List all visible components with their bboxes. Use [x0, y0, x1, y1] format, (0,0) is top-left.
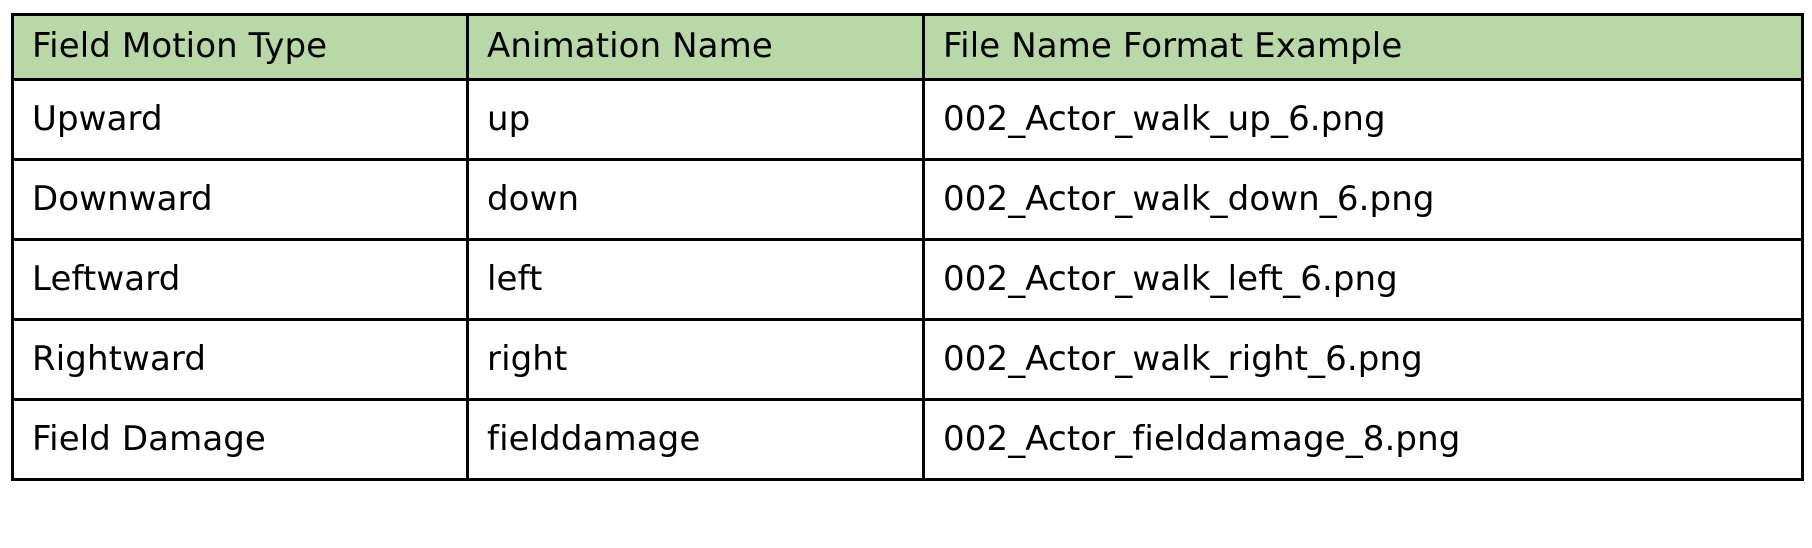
table-row: Rightward right 002_Actor_walk_right_6.p… — [11, 318, 1804, 401]
cell-field-motion-type: Field Damage — [11, 398, 469, 481]
column-header-field-motion-type: Field Motion Type — [11, 13, 469, 81]
cell-animation-name: left — [466, 238, 925, 321]
table-row: Downward down 002_Actor_walk_down_6.png — [11, 158, 1804, 241]
cell-file-name-format-example: 002_Actor_walk_left_6.png — [922, 238, 1804, 321]
column-header-file-name-format-example: File Name Format Example — [922, 13, 1804, 81]
table-row: Field Damage fielddamage 002_Actor_field… — [11, 398, 1804, 481]
cell-field-motion-type: Upward — [11, 78, 469, 161]
field-motion-animation-table: Field Motion Type Animation Name File Na… — [11, 13, 1804, 481]
field-motion-table-container: Field Motion Type Animation Name File Na… — [11, 13, 1804, 481]
cell-animation-name: fielddamage — [466, 398, 925, 481]
cell-animation-name: up — [466, 78, 925, 161]
table-header: Field Motion Type Animation Name File Na… — [11, 13, 1804, 81]
table-body: Upward up 002_Actor_walk_up_6.png Downwa… — [11, 78, 1804, 481]
cell-field-motion-type: Rightward — [11, 318, 469, 401]
cell-animation-name: right — [466, 318, 925, 401]
cell-file-name-format-example: 002_Actor_walk_right_6.png — [922, 318, 1804, 401]
cell-field-motion-type: Leftward — [11, 238, 469, 321]
table-row: Upward up 002_Actor_walk_up_6.png — [11, 78, 1804, 161]
cell-animation-name: down — [466, 158, 925, 241]
cell-field-motion-type: Downward — [11, 158, 469, 241]
table-header-row: Field Motion Type Animation Name File Na… — [11, 13, 1804, 81]
cell-file-name-format-example: 002_Actor_fielddamage_8.png — [922, 398, 1804, 481]
cell-file-name-format-example: 002_Actor_walk_up_6.png — [922, 78, 1804, 161]
table-row: Leftward left 002_Actor_walk_left_6.png — [11, 238, 1804, 321]
column-header-animation-name: Animation Name — [466, 13, 925, 81]
cell-file-name-format-example: 002_Actor_walk_down_6.png — [922, 158, 1804, 241]
